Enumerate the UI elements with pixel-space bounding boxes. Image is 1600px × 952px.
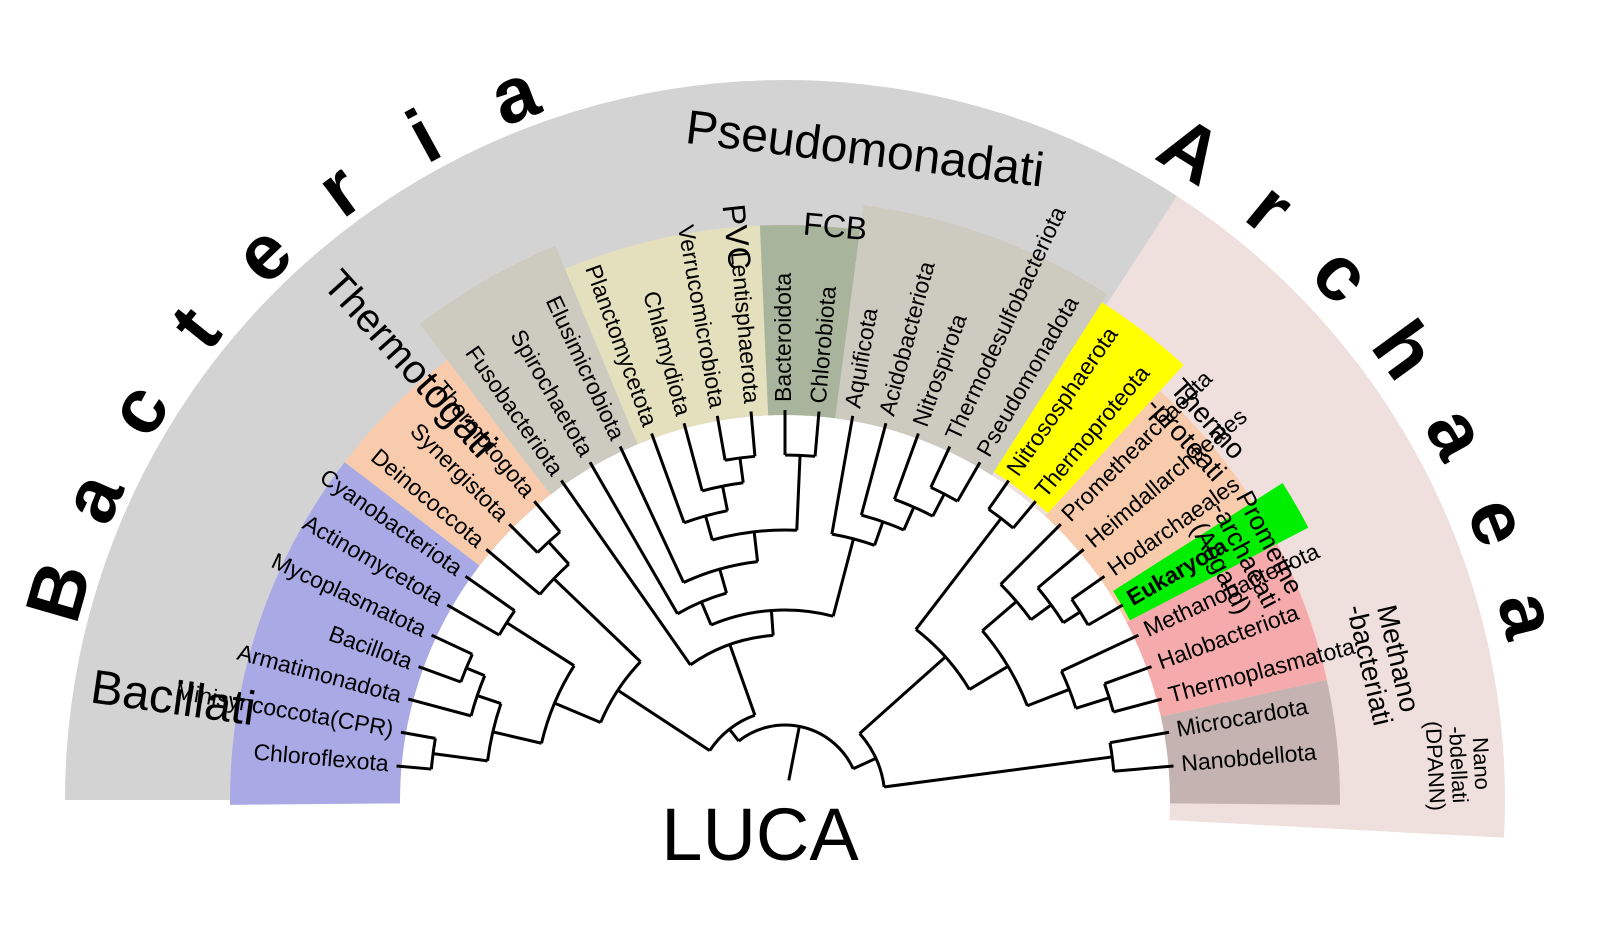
group-label-line: (DPANN) bbox=[1421, 720, 1451, 811]
tree-branch bbox=[715, 411, 757, 462]
luca-root-label: LUCA bbox=[661, 793, 859, 876]
root-stem bbox=[787, 726, 801, 781]
bacteria-letter: i bbox=[393, 92, 454, 180]
band-pseudomonadati bbox=[835, 205, 1108, 476]
tree-branch bbox=[508, 500, 562, 554]
highlight-thermoproteota bbox=[1021, 331, 1184, 514]
band-thermotogati bbox=[344, 359, 551, 566]
tree-branch bbox=[432, 694, 503, 763]
tree-branch bbox=[999, 523, 1062, 621]
tree-branch bbox=[987, 479, 1037, 530]
group-label-nanobdellati: Nano-bdellati(DPANN) bbox=[1421, 718, 1497, 812]
archaea-letter: e bbox=[1450, 485, 1548, 557]
archaea-letter: c bbox=[1296, 228, 1390, 320]
tree-branch bbox=[728, 723, 877, 771]
tree-branch bbox=[858, 655, 1113, 789]
highlight-nitrososphaerota bbox=[994, 302, 1145, 492]
archaea-letter: a bbox=[1481, 583, 1577, 647]
tree-branch bbox=[492, 621, 576, 745]
group-label-pvc: PVC bbox=[716, 202, 759, 271]
band-methanobacteriati bbox=[1126, 543, 1327, 717]
taxon-label: Bacteroidota bbox=[770, 273, 796, 402]
tree-branch bbox=[1036, 548, 1085, 624]
bacteria-letter: B bbox=[8, 552, 108, 630]
tree-branch bbox=[981, 600, 1070, 708]
bacteria-letter: r bbox=[301, 145, 377, 234]
group-label-fcb: FCB bbox=[802, 205, 869, 246]
bacteria-letter: a bbox=[43, 459, 141, 535]
group-label-line: -bdellati bbox=[1444, 726, 1473, 804]
tree-branch bbox=[588, 461, 728, 616]
tree-branch bbox=[552, 577, 642, 724]
tree-branch bbox=[560, 479, 775, 667]
group-label-line: Nano bbox=[1468, 737, 1496, 791]
tree-branch bbox=[650, 433, 729, 525]
band-nanobdellati bbox=[1160, 679, 1340, 805]
tree-branch bbox=[704, 455, 802, 542]
tree-branch bbox=[783, 410, 821, 458]
tree-branch bbox=[682, 422, 745, 493]
band-bacillati bbox=[230, 462, 480, 805]
phylogenetic-tree bbox=[396, 410, 1174, 789]
archaea-letter: a bbox=[1408, 392, 1506, 473]
highlight-eukaryota bbox=[1113, 482, 1309, 621]
group-label-line: PVC bbox=[716, 202, 759, 271]
group-bands bbox=[65, 79, 1505, 838]
bacteria-letter: a bbox=[478, 45, 551, 143]
bacteria-letter: t bbox=[152, 289, 237, 364]
tree-branch bbox=[914, 517, 1009, 691]
band-fcb bbox=[759, 225, 861, 419]
tree-branch bbox=[830, 415, 885, 547]
tree-branch bbox=[396, 730, 437, 771]
tree-branch bbox=[618, 445, 760, 584]
group-label-line: FCB bbox=[802, 205, 869, 246]
tree-branch bbox=[407, 666, 487, 718]
band-pvc bbox=[564, 225, 769, 445]
tree-branch bbox=[1108, 730, 1174, 773]
band-pseudomonadati bbox=[419, 245, 638, 495]
archaea-letter: r bbox=[1231, 164, 1310, 251]
tree-branch bbox=[1060, 633, 1140, 710]
tree-branch bbox=[859, 422, 916, 532]
tree-branch bbox=[485, 540, 570, 596]
